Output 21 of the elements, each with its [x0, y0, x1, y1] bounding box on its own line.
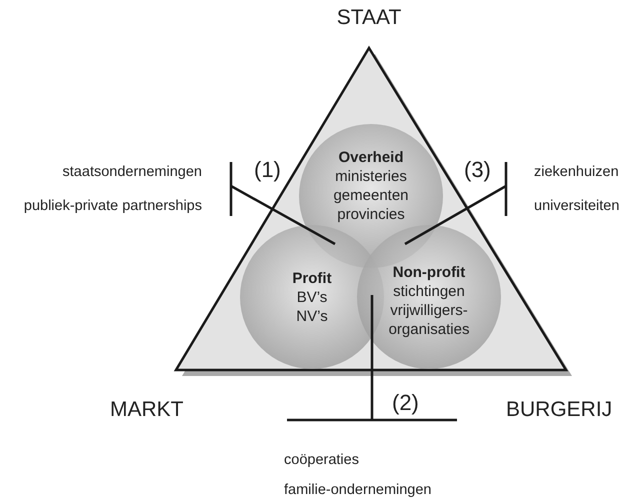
- callout-number: (2): [392, 390, 419, 416]
- leader-line: [230, 160, 336, 246]
- corner-label: STAAT: [336, 6, 402, 30]
- list-item: universiteiten: [534, 197, 620, 216]
- leader-line: [404, 160, 508, 246]
- list-item: staatsondernemingen: [62, 163, 202, 182]
- callout-number: (1): [254, 157, 281, 183]
- list-item: coöperaties: [284, 451, 359, 470]
- leader-line: [286, 294, 458, 422]
- list-item: publiek-private partnerships: [24, 197, 202, 216]
- callout-number: (3): [464, 157, 491, 183]
- circle-heading: Profit: [292, 268, 332, 288]
- corner-label: MARKT: [110, 398, 184, 422]
- circle-text: ministeries gemeenten provincies: [333, 167, 409, 224]
- circle-text: stichtingen vrijwilligers-organisaties: [388, 282, 470, 339]
- list-item: familie-ondernemingen: [284, 481, 432, 499]
- circle-heading: Overheid: [338, 148, 404, 167]
- list-item: ziekenhuizen: [534, 163, 619, 182]
- circle-heading: Non-profit: [392, 263, 466, 282]
- corner-label: BURGERIJ: [506, 398, 612, 422]
- circle-text: BV’s NV’s: [296, 288, 328, 326]
